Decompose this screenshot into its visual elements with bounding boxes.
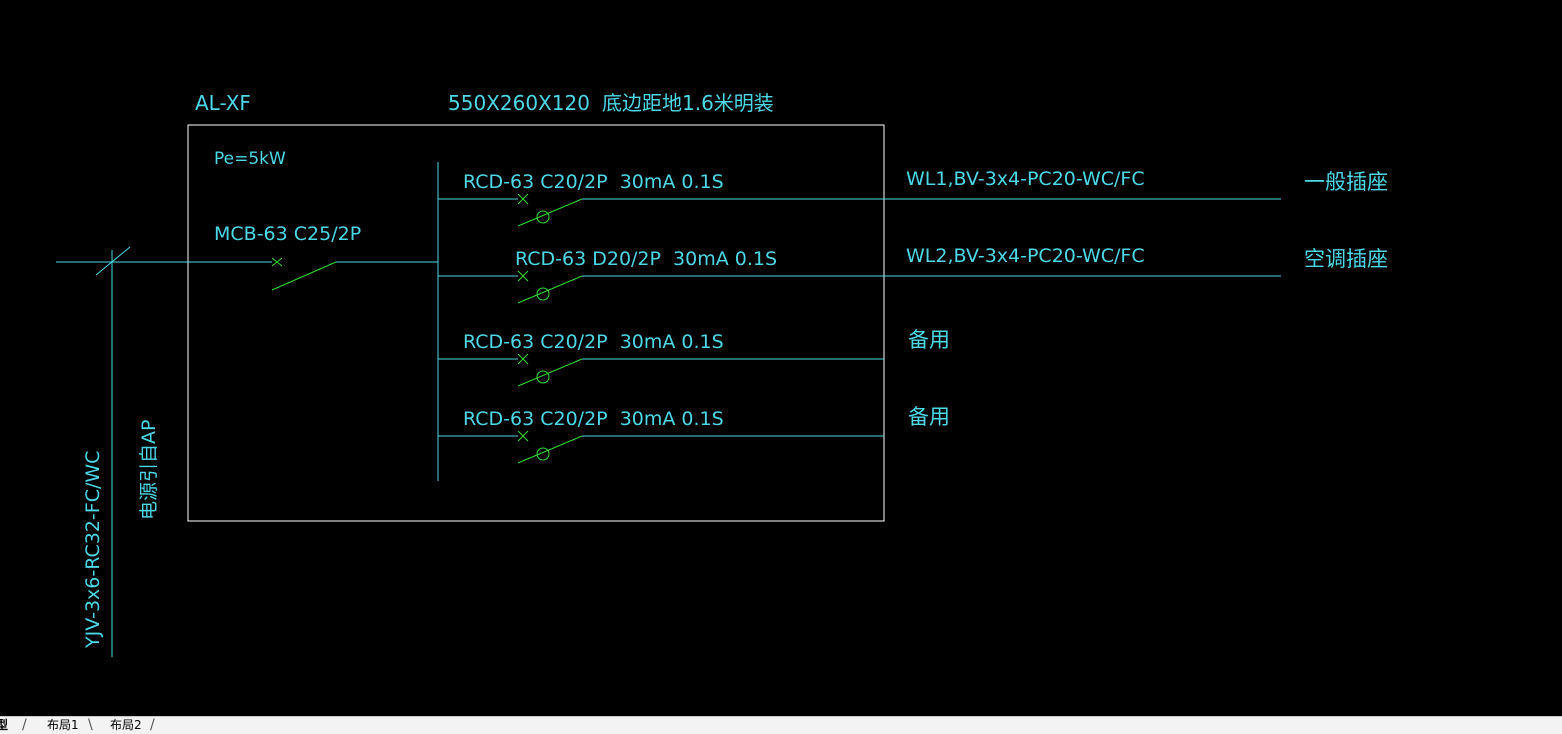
circuit-2: RCD-63 D20/2P 30mA 0.1S WL2,BV-3x4-PC20-W… (438, 245, 1388, 304)
rcd-switch-blade (517, 275, 583, 304)
drawing-canvas[interactable]: AL-XF 550X260X120 底边距地1.6米明装 Pe=5kW YJV-… (0, 0, 1562, 716)
rcd-contact (536, 287, 550, 301)
circuit-4: RCD-63 C20/2P 30mA 0.1S 备用 (438, 405, 950, 464)
circuit-load-label: 一般插座 (1304, 170, 1388, 194)
circuit-breaker-label: RCD-63 C20/2P 30mA 0.1S (463, 331, 724, 353)
tab-layout2[interactable]: 布局2 (110, 718, 142, 732)
circuits-layer: RCD-63 C20/2P 30mA 0.1S WL1,BV-3x4-PC20-W… (438, 168, 1388, 464)
supply-tick (95, 246, 131, 276)
circuit-breaker-label: RCD-63 C20/2P 30mA 0.1S (463, 408, 724, 430)
circuit-cable-label: WL2,BV-3x4-PC20-WC/FC (906, 245, 1145, 267)
tab-layout1[interactable]: 布局1 (47, 718, 79, 732)
circuit-load-label: 备用 (908, 405, 950, 429)
rcd-switch-blade (517, 358, 583, 387)
tab-separator: / (22, 717, 27, 733)
circuit-3: RCD-63 C20/2P 30mA 0.1S 备用 (438, 328, 950, 387)
breaker-cross (517, 353, 529, 365)
panel-name: AL-XF (195, 91, 251, 115)
layout-tab-bar: 型 / 布局1 \ 布局2 / (0, 716, 1562, 734)
circuit-load-label: 空调插座 (1304, 247, 1388, 271)
rcd-contact (536, 447, 550, 461)
rcd-contact (536, 210, 550, 224)
main-breaker-switch (271, 257, 337, 291)
circuit-cable-label: WL1,BV-3x4-PC20-WC/FC (906, 168, 1145, 190)
tab-separator: / (150, 717, 155, 733)
rcd-switch-blade (517, 435, 583, 464)
circuit-load-label: 备用 (908, 328, 950, 352)
breaker-cross (517, 270, 529, 282)
panel-power: Pe=5kW (214, 149, 286, 169)
circuit-1: RCD-63 C20/2P 30mA 0.1S WL1,BV-3x4-PC20-W… (438, 168, 1388, 227)
circuit-breaker-label: RCD-63 C20/2P 30mA 0.1S (463, 171, 724, 193)
supply-source-label: 电源引自AP (138, 420, 160, 520)
main-breaker-label: MCB-63 C25/2P (214, 223, 361, 245)
breaker-cross (517, 430, 529, 442)
panel-dimensions: 550X260X120 (448, 91, 590, 115)
circuit-breaker-label: RCD-63 D20/2P 30mA 0.1S (515, 248, 777, 270)
breaker-cross (517, 193, 529, 205)
rcd-contact (536, 370, 550, 384)
tab-model[interactable]: 型 (0, 718, 9, 732)
distribution-box-frame (187, 124, 885, 522)
supply-cable-label: YJV-3x6-RC32-FC/WC (82, 451, 104, 649)
panel-mount-note: 底边距地1.6米明装 (602, 91, 774, 115)
tab-separator: \ (88, 717, 93, 733)
rcd-switch-blade (517, 198, 583, 227)
